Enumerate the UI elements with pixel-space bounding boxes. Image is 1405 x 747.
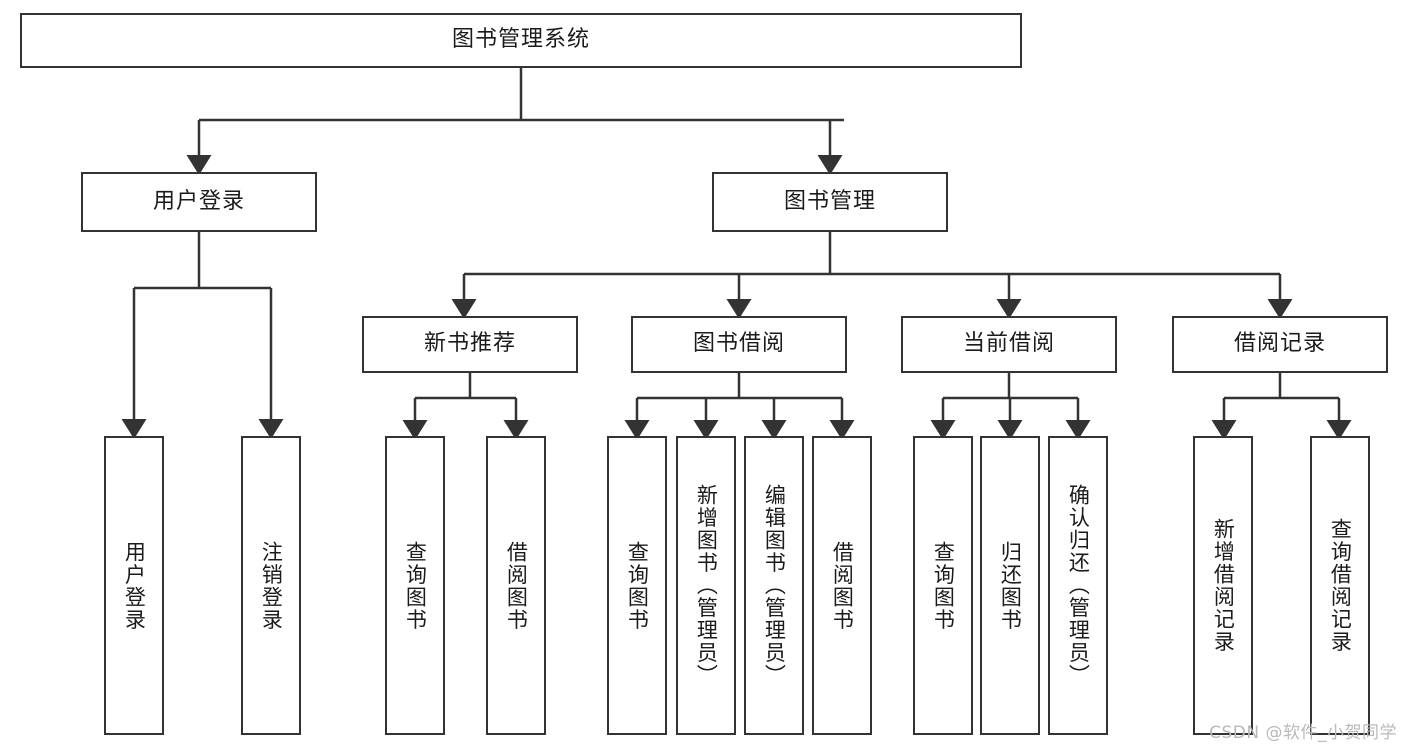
node-leaf-add-book[interactable]: 新增图书（管理员） bbox=[676, 436, 736, 735]
node-new-book-recommend[interactable]: 新书推荐 bbox=[362, 316, 578, 373]
node-leaf-query-book-3-label: 查询图书 bbox=[931, 540, 956, 631]
node-leaf-borrow-book-1-label: 借阅图书 bbox=[504, 540, 529, 631]
node-leaf-logout-login[interactable]: 注销登录 bbox=[241, 436, 301, 735]
node-leaf-confirm-return-label: 确认归还（管理员） bbox=[1066, 484, 1091, 687]
node-leaf-edit-book[interactable]: 编辑图书（管理员） bbox=[744, 436, 804, 735]
node-leaf-query-book-3[interactable]: 查询图书 bbox=[913, 436, 973, 735]
node-leaf-borrow-book-2[interactable]: 借阅图书 bbox=[812, 436, 872, 735]
node-borrow-record-label: 借阅记录 bbox=[1233, 331, 1326, 357]
node-leaf-query-book-1-label: 查询图书 bbox=[403, 540, 428, 631]
node-leaf-return-book[interactable]: 归还图书 bbox=[980, 436, 1040, 735]
node-leaf-query-book-2[interactable]: 查询图书 bbox=[607, 436, 667, 735]
node-root[interactable]: 图书管理系统 bbox=[20, 13, 1022, 68]
node-leaf-logout-login-label: 注销登录 bbox=[259, 540, 284, 631]
node-leaf-query-record-label: 查询借阅记录 bbox=[1328, 518, 1353, 653]
node-leaf-confirm-return[interactable]: 确认归还（管理员） bbox=[1048, 436, 1108, 735]
node-leaf-borrow-book-2-label: 借阅图书 bbox=[830, 540, 855, 631]
node-book-borrow-label: 图书借阅 bbox=[692, 331, 785, 357]
node-leaf-return-book-label: 归还图书 bbox=[998, 540, 1023, 631]
node-leaf-query-record[interactable]: 查询借阅记录 bbox=[1310, 436, 1370, 735]
node-root-label: 图书管理系统 bbox=[451, 27, 590, 53]
node-leaf-borrow-book-1[interactable]: 借阅图书 bbox=[486, 436, 546, 735]
node-book-borrow[interactable]: 图书借阅 bbox=[631, 316, 847, 373]
node-leaf-add-book-label: 新增图书（管理员） bbox=[694, 484, 719, 687]
node-current-borrow[interactable]: 当前借阅 bbox=[901, 316, 1117, 373]
csdn-watermark: CSDN @软件_小贺同学 bbox=[1209, 723, 1397, 743]
node-book-management[interactable]: 图书管理 bbox=[712, 172, 948, 232]
node-leaf-add-record[interactable]: 新增借阅记录 bbox=[1193, 436, 1253, 735]
node-user-login-label: 用户登录 bbox=[152, 188, 245, 214]
node-leaf-add-record-label: 新增借阅记录 bbox=[1211, 518, 1236, 653]
node-leaf-user-login[interactable]: 用户登录 bbox=[104, 436, 164, 735]
node-leaf-query-book-2-label: 查询图书 bbox=[625, 540, 650, 631]
node-borrow-record[interactable]: 借阅记录 bbox=[1172, 316, 1388, 373]
node-new-book-recommend-label: 新书推荐 bbox=[423, 331, 516, 357]
node-leaf-query-book-1[interactable]: 查询图书 bbox=[385, 436, 445, 735]
node-user-login[interactable]: 用户登录 bbox=[81, 172, 317, 232]
node-book-management-label: 图书管理 bbox=[783, 188, 876, 214]
node-leaf-user-login-label: 用户登录 bbox=[122, 540, 147, 631]
node-leaf-edit-book-label: 编辑图书（管理员） bbox=[762, 484, 787, 687]
node-current-borrow-label: 当前借阅 bbox=[962, 331, 1055, 357]
